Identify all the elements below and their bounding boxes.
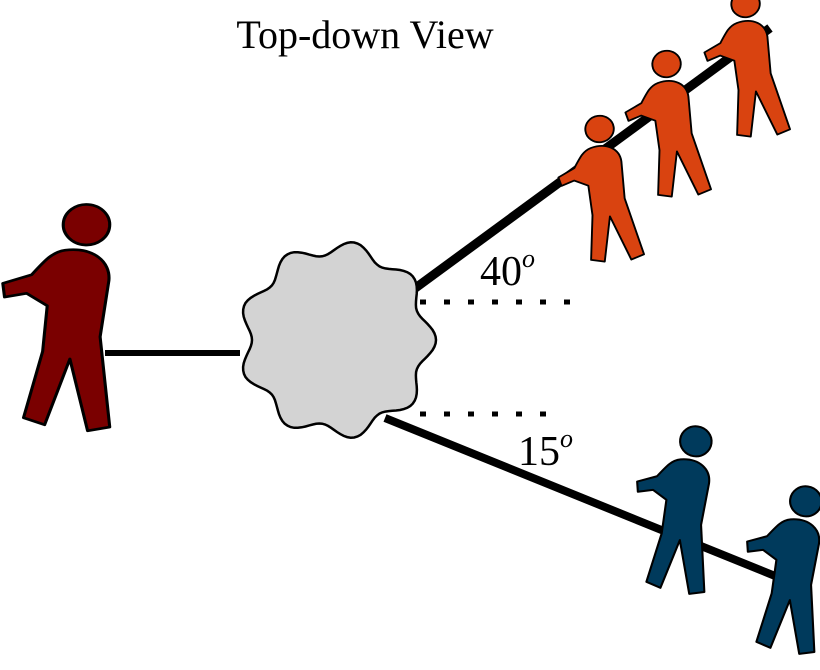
lower-team <box>621 418 820 657</box>
upper-angle-value: 40 <box>480 249 522 295</box>
upper-angle-label: 40o <box>480 244 535 295</box>
upper-angle-degree: o <box>522 244 535 273</box>
diagram-title: Top-down View <box>236 12 493 57</box>
lower-angle-label: 15o <box>518 424 573 475</box>
lower-angle-degree: o <box>560 424 573 453</box>
central-object <box>241 241 438 439</box>
lower-rope <box>383 414 782 582</box>
lower-person-1 <box>621 418 729 597</box>
upper-team <box>549 0 792 270</box>
left-person <box>0 197 134 434</box>
lower-angle-value: 15 <box>518 429 560 475</box>
left-team <box>0 197 134 434</box>
